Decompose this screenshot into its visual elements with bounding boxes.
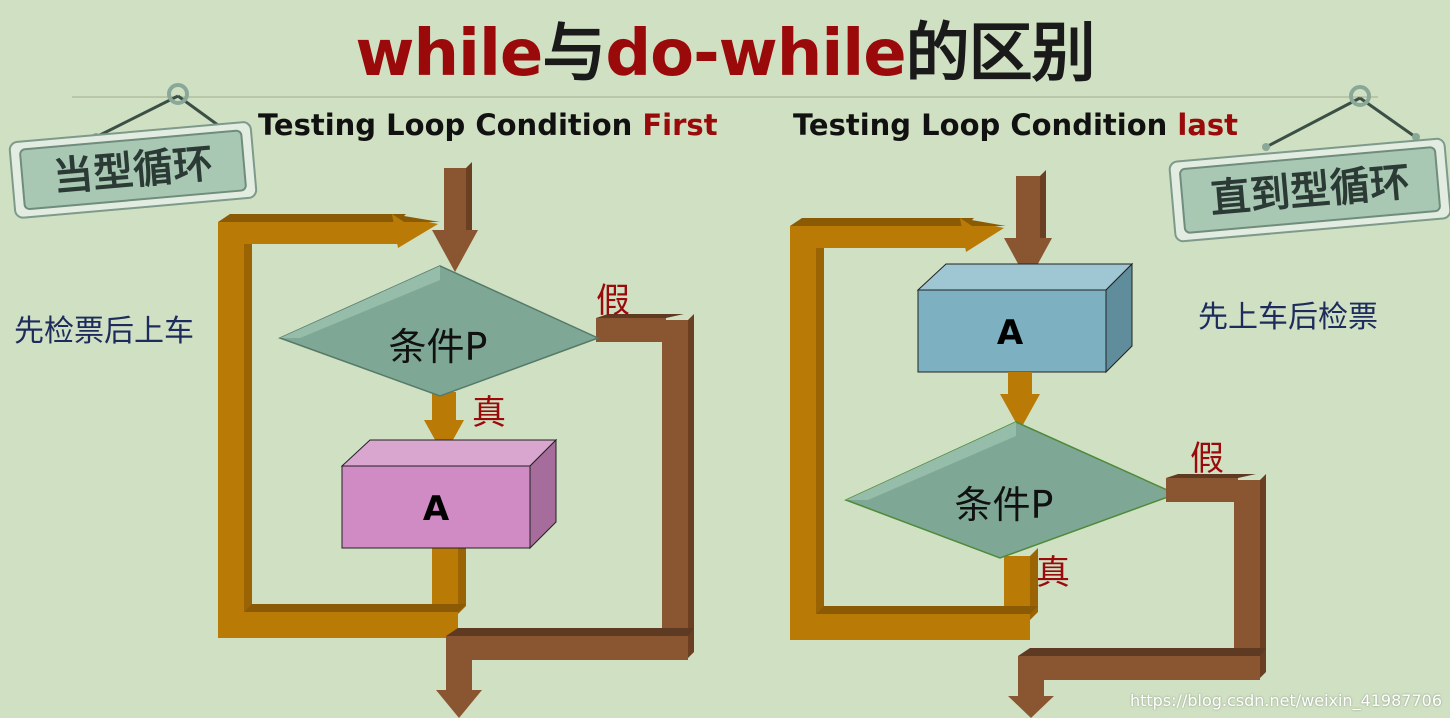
title-divider	[72, 96, 1378, 98]
left-true-label: 真	[472, 393, 506, 433]
left-body-box: A	[340, 438, 558, 550]
right-flowchart: A 条件P 真 假	[790, 170, 1266, 718]
title-yu: 与	[542, 17, 606, 91]
right-condition-label: 条件P	[955, 483, 1054, 527]
right-entry-arrow	[1004, 170, 1052, 282]
watermark-url: https://blog.csdn.net/weixin_41987706	[1129, 691, 1442, 710]
left-caption-prefix: Testing Loop Condition	[258, 108, 643, 142]
right-true-label: 真	[1036, 553, 1070, 593]
right-body-box: A	[916, 262, 1134, 374]
left-body-label: A	[423, 489, 450, 529]
right-condition-diamond: 条件P	[844, 421, 1178, 559]
right-false-label: 假	[1190, 439, 1224, 479]
right-sign: 直到型循环	[1168, 85, 1450, 243]
right-body-to-cond-arrow	[1000, 372, 1040, 430]
title-while: while	[355, 17, 543, 91]
title-do-while: do-while	[605, 17, 906, 91]
left-false-arrow	[436, 314, 694, 718]
right-false-arrow	[1008, 474, 1266, 718]
right-caption: Testing Loop Condition last	[793, 108, 1238, 142]
left-flowchart: 条件P A 真 假	[218, 162, 694, 718]
left-caption-accent: First	[642, 108, 718, 142]
left-side-note: 先检票后上车	[14, 314, 194, 349]
title-difference: 的区别	[905, 17, 1096, 91]
left-loop-arrow	[218, 214, 466, 638]
left-condition-label: 条件P	[389, 325, 488, 369]
left-sign: 当型循环	[8, 83, 258, 219]
right-side-note: 先上车后检票	[1198, 300, 1378, 335]
left-true-arrow	[424, 392, 464, 456]
left-false-label: 假	[596, 281, 630, 321]
right-body-label: A	[997, 313, 1024, 353]
page-title: while与do-while的区别	[0, 12, 1450, 96]
left-condition-diamond: 条件P	[278, 265, 600, 397]
right-caption-accent: last	[1177, 108, 1239, 142]
right-loop-arrow	[790, 218, 1038, 640]
right-caption-prefix: Testing Loop Condition	[793, 108, 1178, 142]
left-entry-arrow	[432, 162, 478, 272]
left-caption: Testing Loop Condition First	[258, 108, 718, 142]
